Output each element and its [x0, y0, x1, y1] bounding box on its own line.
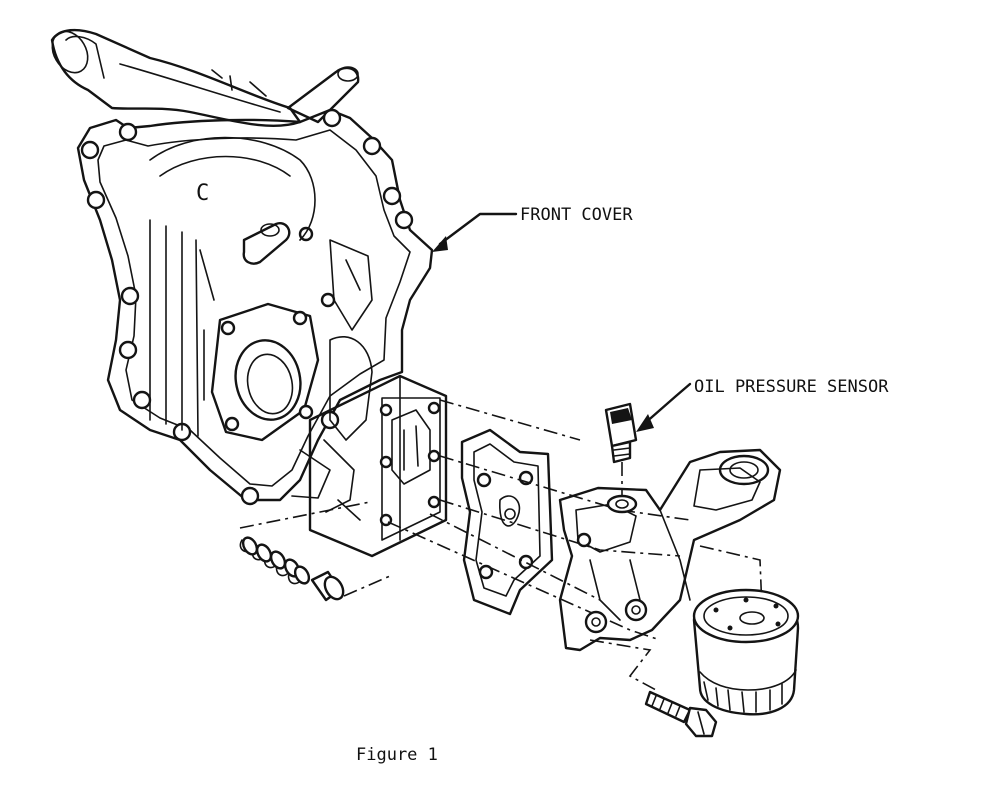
- front-cover-label: FRONT COVER: [520, 205, 633, 225]
- figure-caption: Figure 1: [356, 745, 438, 765]
- oil-pressure-sensor-label: OIL PRESSURE SENSOR: [694, 377, 889, 397]
- assembly-alignment-lines: [387, 399, 763, 691]
- front-cover-leader: [432, 212, 518, 252]
- oil-filter-adapter: [558, 448, 782, 652]
- plug-alignment-line: [343, 575, 391, 597]
- relief-valve-spring: [239, 536, 311, 585]
- front-cover-drawing: C: [50, 28, 448, 558]
- cover-casting-mark: C: [196, 181, 209, 206]
- oil-pump-gasket: [460, 428, 554, 616]
- relief-valve-plug: [310, 570, 345, 602]
- oil-pressure-sensor: [604, 402, 638, 496]
- oil-filter: [692, 588, 800, 716]
- oil-pressure-sensor-leader: [636, 382, 692, 432]
- mounting-bolt: [644, 690, 718, 738]
- spring-alignment-line: [239, 501, 371, 529]
